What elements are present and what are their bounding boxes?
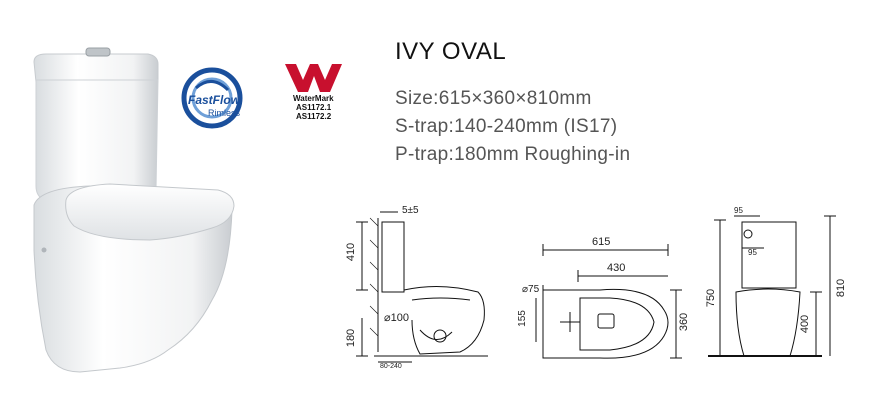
dim-front-top-b: 95 bbox=[748, 248, 757, 257]
watermark-std-1: AS1172.1 bbox=[296, 103, 332, 112]
front-view-drawing bbox=[708, 215, 836, 357]
fastflow-name: FastFlow bbox=[188, 93, 241, 107]
dim-side-gap: 5±5 bbox=[402, 205, 419, 216]
watermark-logo bbox=[285, 64, 342, 92]
fastflow-sub: Rimless bbox=[208, 108, 241, 118]
product-photo bbox=[33, 47, 235, 373]
dim-side-trap-range: 80-240 bbox=[380, 363, 402, 370]
side-view-drawing bbox=[356, 211, 488, 363]
flush-button-icon bbox=[85, 47, 111, 57]
dim-top-inlet-dia: ⌀75 bbox=[522, 284, 540, 295]
dim-side-outlet-height: 180 bbox=[345, 328, 358, 348]
dim-top-inner: 430 bbox=[607, 262, 626, 274]
dim-top-offset: 155 bbox=[516, 310, 528, 327]
watermark-std-2: AS1172.2 bbox=[296, 112, 332, 121]
dim-side-tank-height: 410 bbox=[345, 242, 358, 262]
spec-p-trap: P-trap:180mm Roughing-in bbox=[395, 144, 631, 165]
fastflow-logo bbox=[181, 67, 243, 129]
dim-top-length: 615 bbox=[592, 236, 611, 248]
watermark-name: WaterMark bbox=[293, 94, 334, 103]
spec-s-trap: S-trap:140-240mm (IS17) bbox=[395, 116, 618, 137]
top-view-drawing bbox=[535, 244, 682, 359]
dim-front-seat: 400 bbox=[799, 314, 812, 334]
dim-front-height: 750 bbox=[705, 288, 718, 308]
dim-front-total: 810 bbox=[835, 278, 848, 298]
product-title: IVY OVAL bbox=[395, 38, 507, 65]
dim-front-top-a: 95 bbox=[734, 206, 743, 215]
spec-size: Size:615×360×810mm bbox=[395, 88, 592, 109]
dim-side-outlet-dia: ⌀100 bbox=[384, 312, 409, 324]
dim-top-width: 360 bbox=[678, 312, 691, 332]
